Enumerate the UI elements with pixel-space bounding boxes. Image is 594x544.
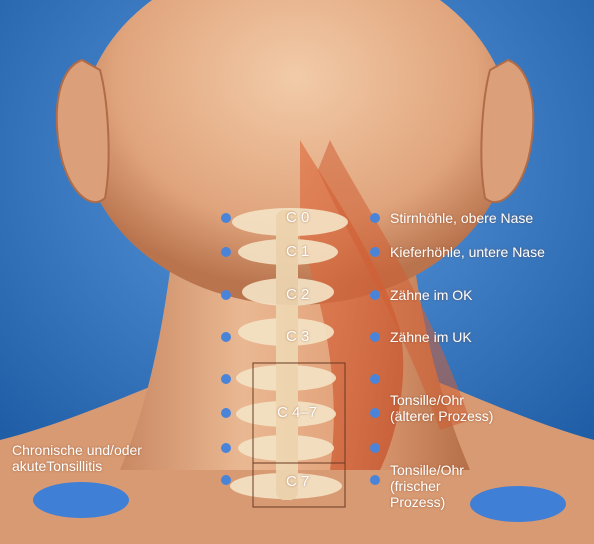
vertebra-label-c0: C 0 (286, 210, 309, 226)
label-tonsille-fresh: Tonsille/Ohr (frischer Prozess) (390, 462, 464, 510)
tonsille-older-line-1: Tonsille/Ohr (390, 392, 493, 408)
tonsillitis-line-1: Chronische und/oder (12, 442, 142, 458)
label-tonsillitis: Chronische und/oder akuteTonsillitis (12, 442, 142, 474)
label-kieferhoehle: Kieferhöhle, untere Nase (390, 244, 545, 260)
left-tonsil-zone (33, 482, 129, 518)
tonsille-older-line-2: (älterer Prozess) (390, 408, 493, 424)
vertebra-label-c7: C 7 (286, 474, 309, 490)
tonsille-fresh-line-3: Prozess) (390, 494, 464, 510)
vertebra-label-c3: C 3 (286, 329, 309, 345)
tonsille-fresh-line-1: Tonsille/Ohr (390, 462, 464, 478)
vertebra-label-c4-7: C 4–7 (277, 405, 317, 421)
right-tonsil-zone (470, 486, 566, 522)
label-tonsille-older: Tonsille/Ohr (älterer Prozess) (390, 392, 493, 424)
vertebra-label-c1: C 1 (286, 244, 309, 260)
tonsille-fresh-line-2: (frischer (390, 478, 464, 494)
label-stirnhoehle: Stirnhöhle, obere Nase (390, 210, 533, 226)
label-zaehne-ok: Zähne im OK (390, 287, 472, 303)
vertebra-label-c2: C 2 (286, 287, 309, 303)
label-zaehne-uk: Zähne im UK (390, 329, 472, 345)
tonsillitis-line-2: akuteTonsillitis (12, 458, 142, 474)
